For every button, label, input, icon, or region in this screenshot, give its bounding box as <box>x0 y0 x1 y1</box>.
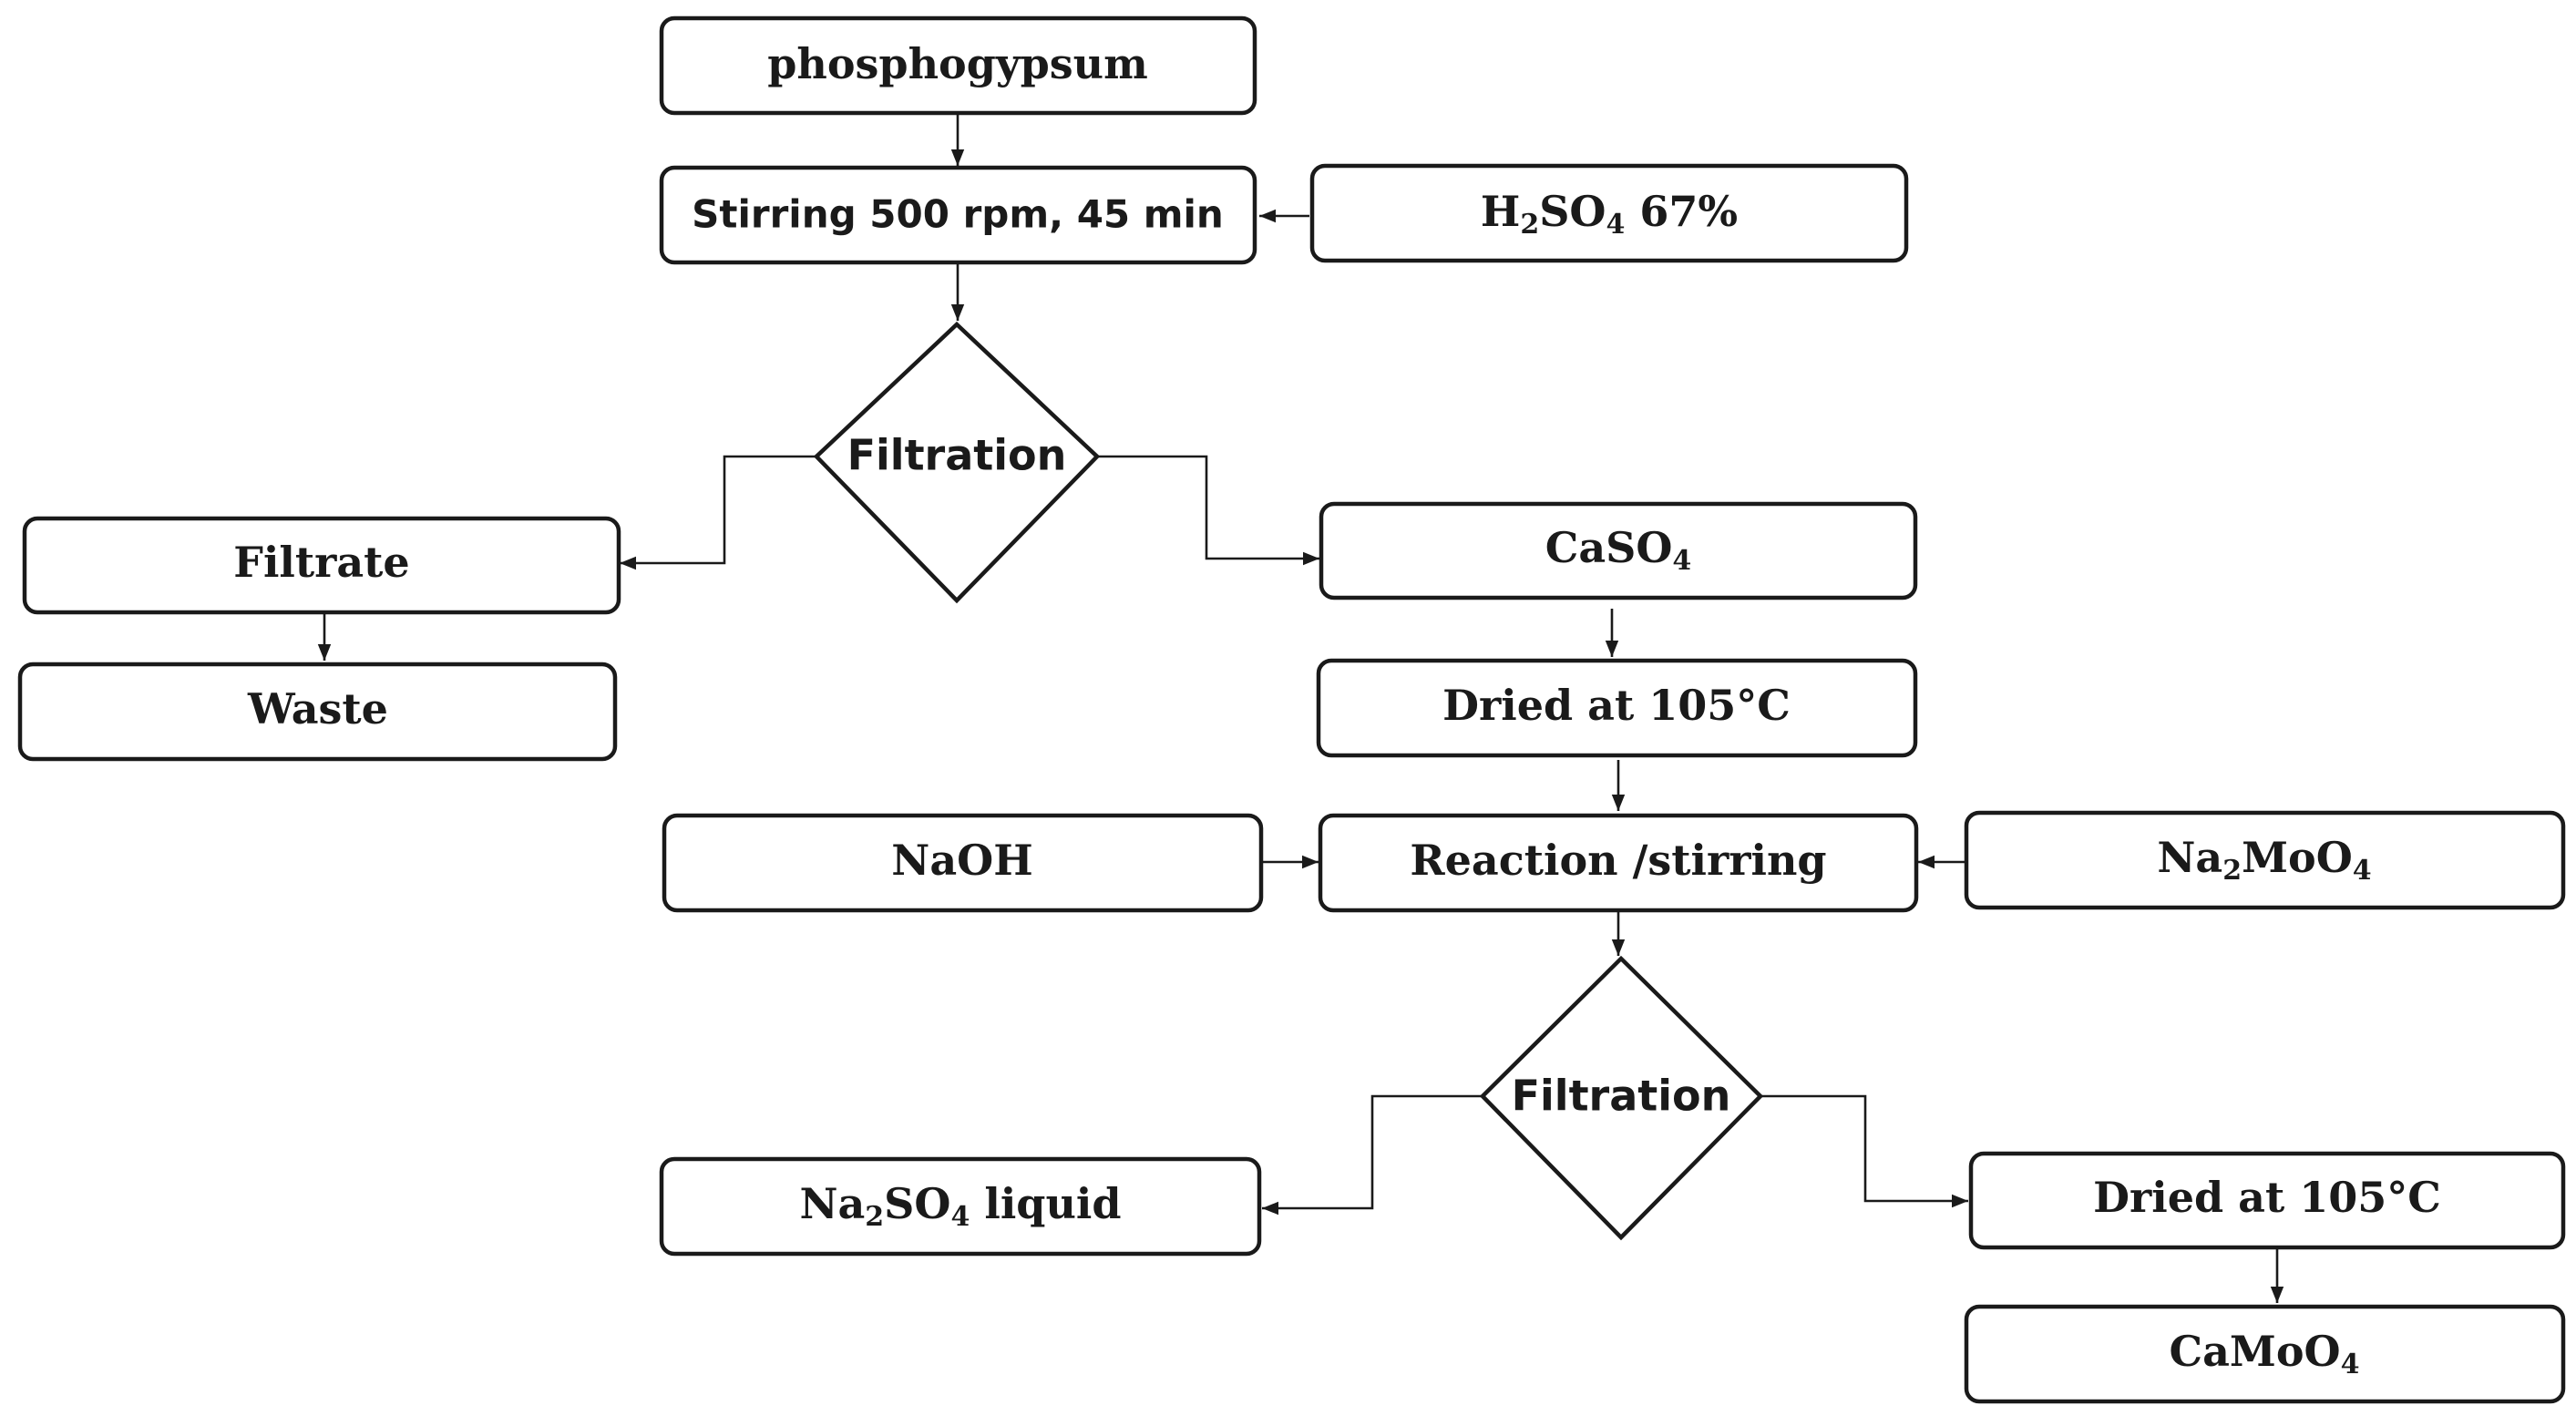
node-h2so4: H2SO4 67% <box>1309 163 1909 263</box>
node-stirring-label: Stirring 500 rpm, 45 min <box>692 192 1224 237</box>
node-stirring: Stirring 500 rpm, 45 min <box>659 165 1257 265</box>
node-h2so4-label: H2SO4 67% <box>1481 187 1738 241</box>
node-naoh: NaOH <box>662 813 1264 913</box>
node-caso4-label: CaSO4 <box>1545 523 1692 577</box>
node-phosphogypsum-label: phosphogypsum <box>767 39 1148 88</box>
node-reaction: Reaction /stirring <box>1318 813 1919 913</box>
node-na2so4: Na2SO4 liquid <box>659 1156 1262 1257</box>
edge-filtration-2-to-na2so4 <box>1262 1094 1483 1216</box>
node-filtration-1-label: Filtration <box>847 431 1067 480</box>
node-dried-2-label: Dried at 105°C <box>2093 1173 2441 1222</box>
node-filtrate: Filtrate <box>22 516 621 615</box>
node-camoo4-label: CaMoO4 <box>2170 1327 2360 1380</box>
node-phosphogypsum: phosphogypsum <box>659 15 1257 116</box>
node-dried-2: Dried at 105°C <box>1968 1151 2566 1250</box>
node-dried-1: Dried at 105°C <box>1316 658 1918 758</box>
node-dried-1-label: Dried at 105°C <box>1442 681 1791 730</box>
node-naoh-label: NaOH <box>891 836 1032 885</box>
edge-filtration-1-to-caso4 <box>1097 455 1319 566</box>
node-waste: Waste <box>17 662 618 762</box>
node-filtration-2: Filtration <box>1479 955 1764 1241</box>
node-camoo4: CaMoO4 <box>1964 1304 2566 1404</box>
node-filtration-2-label: Filtration <box>1512 1072 1731 1121</box>
node-na2moo4-label: Na2MoO4 <box>2157 833 2371 887</box>
node-na2moo4: Na2MoO4 <box>1964 810 2566 910</box>
node-caso4: CaSO4 <box>1319 501 1918 600</box>
node-waste-label: Waste <box>247 684 388 734</box>
node-filtrate-label: Filtrate <box>233 538 409 587</box>
node-reaction-label: Reaction /stirring <box>1410 836 1826 885</box>
edge-filtration-2-to-dried-2 <box>1760 1094 1968 1208</box>
edge-filtration-1-to-filtrate <box>620 455 816 570</box>
node-filtration-1: Filtration <box>813 321 1101 604</box>
node-na2so4-label: Na2SO4 liquid <box>799 1179 1121 1233</box>
connectors <box>317 115 2284 1303</box>
